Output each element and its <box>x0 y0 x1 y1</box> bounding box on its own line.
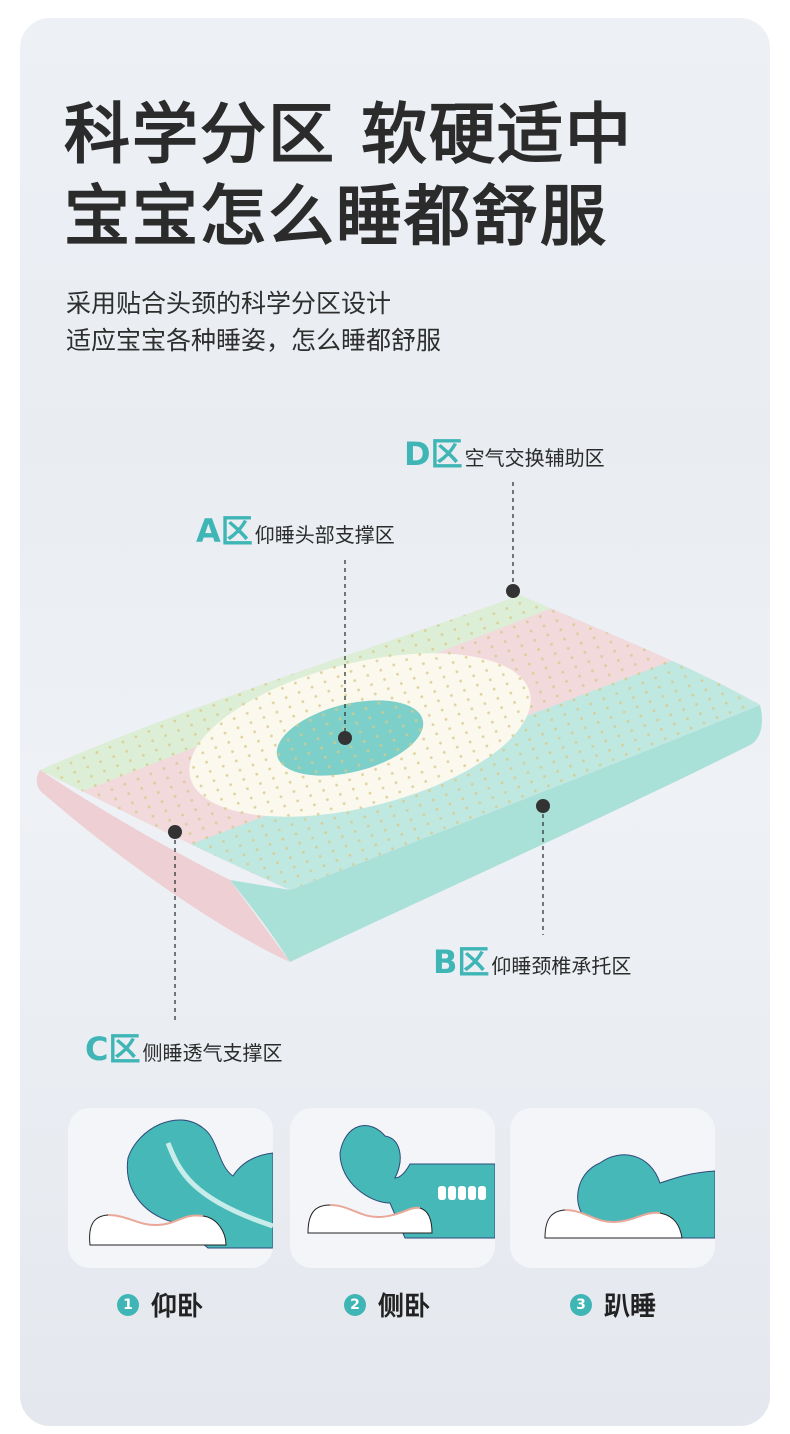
headline-line1: 科学分区 软硬适中 <box>64 96 633 173</box>
zone-c-dot <box>168 825 182 839</box>
zone-a-code: A区 <box>196 512 253 550</box>
zone-c-desc: 侧睡透气支撑区 <box>142 1041 283 1065</box>
zone-b-dot <box>536 799 550 813</box>
headline-line2: 宝宝怎么睡都舒服 <box>64 178 608 255</box>
stomach-sleeping-illustration <box>544 1154 715 1239</box>
zone-c-code: C区 <box>85 1030 141 1068</box>
zone-d-label: D区 空气交换辅助区 <box>404 438 605 470</box>
zone-b-desc: 仰睡颈椎承托区 <box>491 954 632 978</box>
pose-back: 1 仰卧 <box>117 1286 203 1323</box>
back-sleeping-illustration <box>89 1119 273 1249</box>
zone-b-label: B区 仰睡颈椎承托区 <box>433 946 631 978</box>
zone-a-dot <box>338 731 352 745</box>
subtitle-line1: 采用贴合头颈的科学分区设计 <box>66 289 392 318</box>
pose-stomach: 3 趴睡 <box>570 1286 656 1323</box>
pose-label: 趴睡 <box>604 1292 657 1322</box>
pose-card-stomach <box>510 1108 715 1268</box>
pose-card-side <box>290 1108 495 1268</box>
pose-side: 2 侧卧 <box>344 1286 430 1323</box>
zone-b-code: B区 <box>433 943 490 981</box>
pose-label: 侧卧 <box>378 1292 431 1322</box>
pose-label: 仰卧 <box>151 1292 204 1322</box>
zone-a-label: A区 仰睡头部支撑区 <box>196 515 395 547</box>
zone-d-dot <box>506 584 520 598</box>
pose-card-back <box>68 1108 273 1268</box>
zone-c-label: C区 侧睡透气支撑区 <box>85 1033 283 1065</box>
pose-number-badge: 3 <box>570 1293 592 1316</box>
zone-a-desc: 仰睡头部支撑区 <box>254 523 395 547</box>
zone-d-desc: 空气交换辅助区 <box>464 446 605 470</box>
zone-d-code: D区 <box>404 435 463 473</box>
side-sleeping-illustration <box>307 1125 495 1239</box>
subtitle-line2: 适应宝宝各种睡姿，怎么睡都舒服 <box>66 326 442 355</box>
pose-number-badge: 2 <box>344 1293 366 1316</box>
pose-number-badge: 1 <box>117 1293 139 1316</box>
pillow-front-face <box>230 705 762 962</box>
